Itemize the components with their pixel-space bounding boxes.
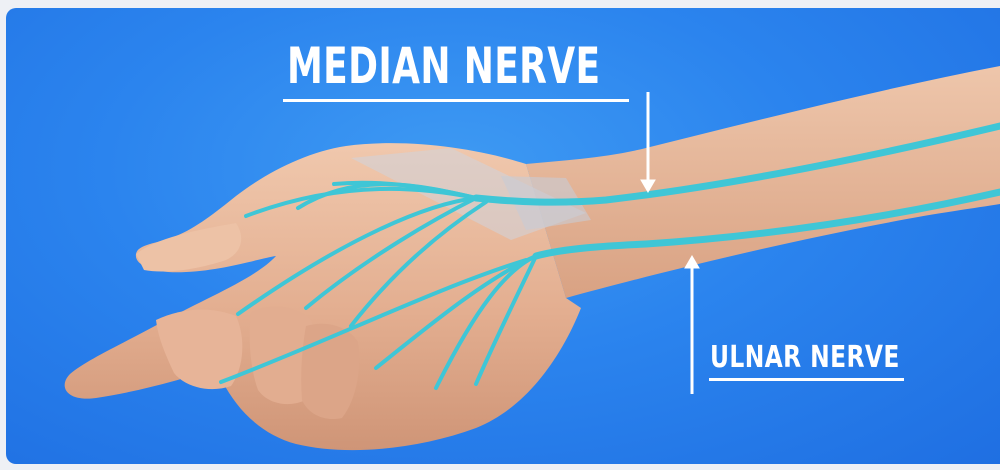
- median-nerve-underline: [283, 99, 629, 102]
- ulnar-nerve-underline: [709, 378, 904, 381]
- ulnar-nerve-label: ULNAR NERVE: [710, 341, 900, 375]
- median-nerve-label: MEDIAN NERVE: [287, 38, 600, 94]
- ulnar-arrow: [685, 256, 699, 394]
- illustration-frame: MEDIAN NERVE ULNAR NERVE: [6, 8, 1000, 464]
